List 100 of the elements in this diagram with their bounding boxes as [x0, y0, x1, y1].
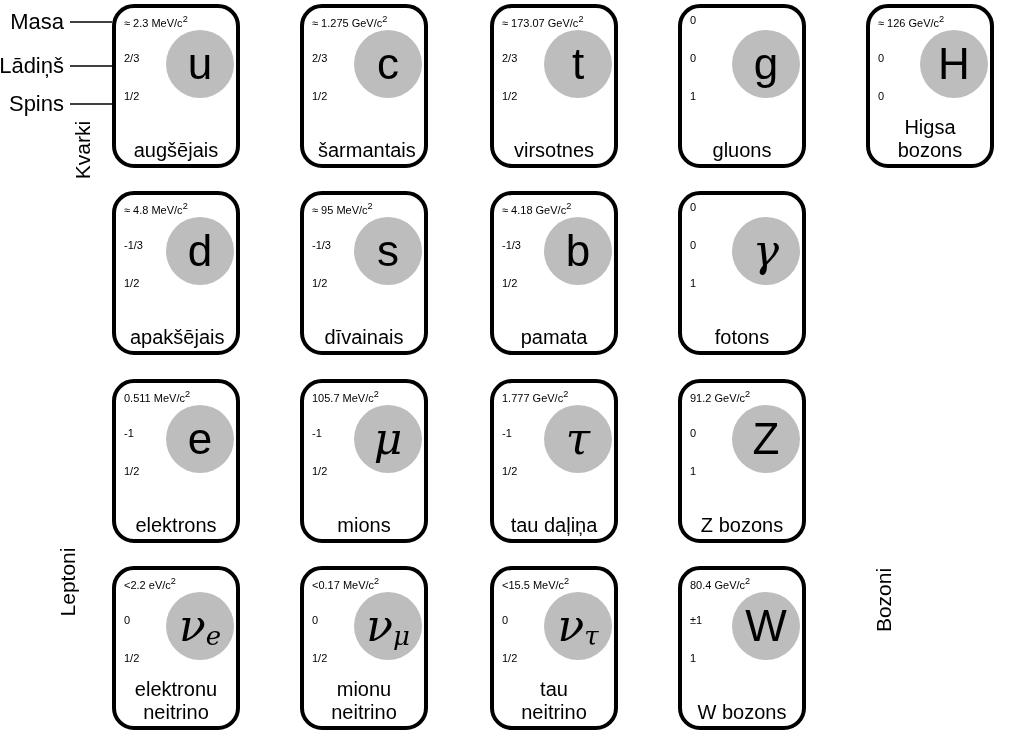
mass-value: 91.2 GeV/c$^{2}$ — [690, 389, 751, 404]
mass-value: <2.2 eV/c$^{2}$ — [124, 576, 176, 591]
charge-value: -1/3 — [502, 239, 521, 251]
charge-value: -1 — [312, 427, 322, 439]
symbol-circle: τ — [544, 405, 612, 473]
charge-value: 2/3 — [502, 52, 518, 64]
mass-value: 0.511 MeV/c$^{2}$ — [124, 389, 191, 404]
particle-card — [866, 4, 994, 168]
spin-value: 0 — [878, 90, 885, 102]
particle-name: Z bozons — [699, 514, 785, 537]
mass-value: 80.4 GeV/c$^{2}$ — [690, 576, 751, 591]
charge-value: 0 — [502, 614, 509, 626]
symbol-circle: d — [166, 217, 234, 285]
particle-card — [300, 566, 428, 730]
group-label: Kvarki — [71, 120, 96, 180]
charge-value: 2/3 — [312, 52, 328, 64]
charge-value: -1 — [502, 427, 512, 439]
leader-line — [69, 65, 113, 67]
spin-value: 1/2 — [502, 652, 518, 664]
particle-name: dīvainais — [323, 326, 405, 349]
symbol-circle: ν$_{μ}$ — [354, 592, 422, 660]
mass-value: 0 — [690, 201, 697, 213]
particle-name: fotons — [713, 326, 771, 349]
spin-value: 1/2 — [502, 90, 518, 102]
particle-name: pamata — [519, 326, 589, 349]
spin-value: 1/2 — [312, 277, 328, 289]
particle-name: virsotnes — [513, 139, 595, 162]
particle-card — [490, 191, 618, 355]
particle-name: šarmantais — [317, 139, 417, 162]
symbol-circle: u — [166, 30, 234, 98]
symbol-circle: e — [166, 405, 234, 473]
charge-value: 2/3 — [124, 52, 140, 64]
charge-value: ±1 — [690, 614, 703, 626]
particle-card — [112, 566, 240, 730]
mass-value: ≈ 95 MeV/c$^{2}$ — [312, 201, 373, 216]
particle-name: tau daļiņa — [509, 514, 599, 537]
spin-value: 1/2 — [124, 90, 140, 102]
row-label: Spins — [8, 91, 64, 117]
particle-name: mionu neitrino — [330, 678, 398, 724]
spin-value: 1/2 — [312, 652, 328, 664]
charge-value: 0 — [690, 427, 697, 439]
particle-name: tau neitrino — [520, 678, 588, 724]
particle-card — [490, 4, 618, 168]
row-label: Masa — [10, 9, 64, 35]
charge-value: 0 — [690, 52, 697, 64]
particle-card — [678, 379, 806, 543]
symbol-circle: ν$_{τ}$ — [544, 592, 612, 660]
symbol-circle: s — [354, 217, 422, 285]
symbol-circle: b — [544, 217, 612, 285]
symbol-circle: ν$_{e}$ — [166, 592, 234, 660]
symbol-circle: W — [732, 592, 800, 660]
particle-name: elektronu neitrino — [133, 678, 219, 724]
particle-name: W bozons — [696, 701, 788, 724]
particle-card — [112, 4, 240, 168]
spin-value: 1/2 — [124, 465, 140, 477]
particle-name: elektrons — [134, 514, 218, 537]
spin-value: 1/2 — [502, 465, 518, 477]
particle-name: Higsa bozons — [896, 116, 964, 162]
particle-card — [678, 566, 806, 730]
spin-value: 1/2 — [502, 277, 518, 289]
spin-value: 1/2 — [124, 652, 140, 664]
group-label: Leptoni — [55, 547, 80, 617]
charge-value: 0 — [878, 52, 885, 64]
symbol-circle: g — [732, 30, 800, 98]
particle-card — [300, 379, 428, 543]
leader-line — [69, 21, 113, 23]
mass-value: ≈ 4.8 MeV/c$^{2}$ — [124, 201, 188, 216]
group-label: Bozoni — [872, 567, 897, 633]
mass-value: <0.17 MeV/c$^{2}$ — [312, 576, 380, 591]
symbol-circle: H — [920, 30, 988, 98]
particle-card — [490, 566, 618, 730]
particle-name: apakšējais — [129, 326, 226, 349]
mass-value: ≈ 4.18 GeV/c$^{2}$ — [502, 201, 572, 216]
mass-value: ≈ 126 GeV/c$^{2}$ — [878, 14, 945, 29]
particle-name: mions — [336, 514, 392, 537]
particle-card — [678, 191, 806, 355]
spin-value: 1 — [690, 465, 697, 477]
particle-card — [112, 379, 240, 543]
mass-value: 105.7 MeV/c$^{2}$ — [312, 389, 379, 404]
charge-value: 0 — [690, 239, 697, 251]
spin-value: 1 — [690, 652, 697, 664]
symbol-circle: γ — [732, 217, 800, 285]
particle-name: gluons — [711, 139, 773, 162]
particle-name: augšējais — [132, 139, 220, 162]
charge-value: 0 — [312, 614, 319, 626]
spin-value: 1 — [690, 90, 697, 102]
symbol-circle: c — [354, 30, 422, 98]
charge-value: -1/3 — [312, 239, 331, 251]
spin-value: 1 — [690, 277, 697, 289]
spin-value: 1/2 — [312, 90, 328, 102]
spin-value: 1/2 — [124, 277, 140, 289]
mass-value: 1.777 GeV/c$^{2}$ — [502, 389, 569, 404]
mass-value: ≈ 173.07 GeV/c$^{2}$ — [502, 14, 584, 29]
symbol-circle: t — [544, 30, 612, 98]
particle-card — [300, 4, 428, 168]
particle-card — [112, 191, 240, 355]
symbol-circle: μ — [354, 405, 422, 473]
particle-card — [678, 4, 806, 168]
row-label: Lādiņš — [0, 53, 64, 79]
particle-card — [490, 379, 618, 543]
